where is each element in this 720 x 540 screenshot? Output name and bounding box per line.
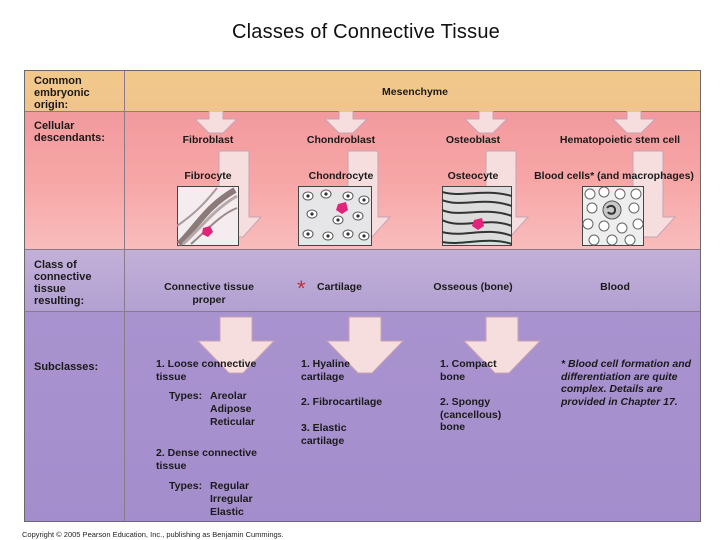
bone-subclass: 1. Compact bone <box>440 358 497 383</box>
loose-ct-label: 1. Loose connective tissue <box>156 358 257 383</box>
dense-types-label: Types: <box>169 480 203 492</box>
cartilage-subclass: 3. Elastic cartilage <box>301 422 347 447</box>
cartilage-subclass: 2. Fibrocartilage <box>301 396 383 408</box>
chondrocyte-micrograph <box>298 186 372 246</box>
loose-type-item: Areolar <box>210 390 247 402</box>
dense-type-item: Elastic <box>210 506 244 518</box>
column-divider <box>124 71 125 521</box>
dense-ct-label: 2. Dense connective tissue <box>156 447 257 472</box>
loose-type-item: Reticular <box>210 416 255 428</box>
fibrocyte-micrograph <box>177 186 239 246</box>
mature-cell-label: Chondrocyte <box>308 170 374 182</box>
slide-title: Classes of Connective Tissue <box>232 21 500 43</box>
class-label-blood: Blood <box>600 281 630 293</box>
band-divider <box>25 311 700 312</box>
dense-type-item: Regular <box>210 480 250 492</box>
descendant-label: Hematopoietic stem cell <box>559 134 681 146</box>
row-label-subclasses: Subclasses: <box>34 361 99 373</box>
mature-cell-label: Fibrocyte <box>184 170 232 182</box>
osteocyte-micrograph <box>442 186 512 246</box>
descendant-label: Chondroblast <box>306 134 376 146</box>
mesenchyme-label: Mesenchyme <box>382 86 448 98</box>
arrow-down-icon <box>193 111 239 134</box>
row-label-descendants: Cellular descendants: <box>34 120 105 144</box>
arrow-down-icon <box>196 316 276 374</box>
mature-cell-label: Osteocyte <box>447 170 499 182</box>
class-label-bone: Osseous (bone) <box>433 281 513 293</box>
arrow-down-icon <box>323 111 369 134</box>
arrow-down-icon <box>611 111 657 134</box>
band-divider <box>25 249 700 250</box>
copyright-notice: Copyright © 2005 Pearson Education, Inc.… <box>22 530 284 539</box>
blood-note: * Blood cell formation and differentiati… <box>561 358 692 408</box>
class-label-ctp: Connective tissue proper <box>164 281 254 306</box>
descendant-label: Osteoblast <box>445 134 501 146</box>
arrow-down-icon <box>462 316 542 374</box>
cartilage-subclass: 1. Hyaline cartilage <box>301 358 351 383</box>
mature-cell-label: Blood cells* (and macrophages) <box>534 170 694 182</box>
arrow-down-icon <box>325 316 405 374</box>
row-label-class: Class of connective tissue resulting: <box>34 259 92 307</box>
band-divider <box>25 111 700 112</box>
bone-subclass: 2. Spongy (cancellous) bone <box>440 396 502 434</box>
loose-type-item: Adipose <box>210 403 252 415</box>
arrow-down-icon <box>463 111 509 134</box>
blood-cells-micrograph <box>582 186 644 246</box>
asterisk-marker: * <box>297 276 306 301</box>
dense-type-item: Irregular <box>210 493 253 505</box>
class-label-cartilage: Cartilage <box>317 281 362 293</box>
flow-arrows <box>193 111 677 374</box>
loose-types-label: Types: <box>169 390 203 402</box>
row-label-origin: Common embryonic origin: <box>34 75 90 111</box>
descendant-label: Fibroblast <box>182 134 234 146</box>
connective-tissue-diagram: Common embryonic origin: Cellular descen… <box>24 70 701 522</box>
